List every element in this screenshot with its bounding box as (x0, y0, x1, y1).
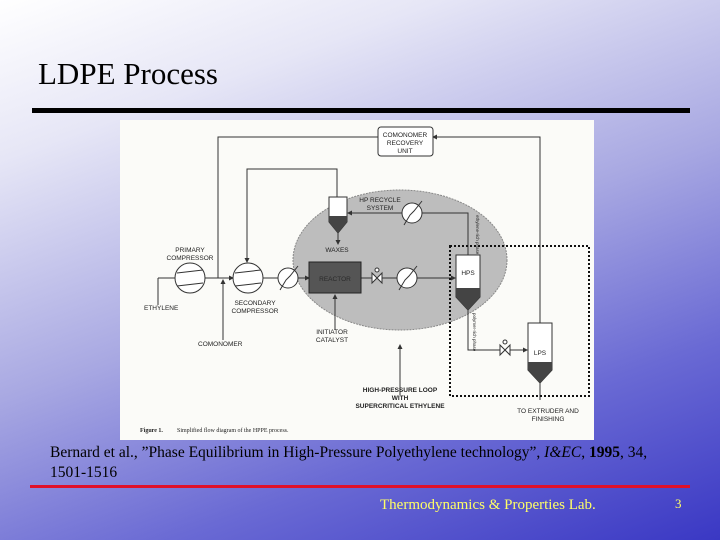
label: COMONOMER (198, 341, 243, 348)
label: WAXES (325, 247, 349, 254)
waxes-separator (328, 196, 348, 234)
valve-icon (371, 267, 383, 285)
citation-title: ”Phase Equilibrium in High-Pressure Poly… (141, 444, 545, 461)
label: HPS (461, 270, 475, 277)
comonomer-recycle-line (217, 136, 378, 278)
figure-caption: Simplified flow diagram of the HPPE proc… (177, 427, 289, 434)
label: REACTOR (319, 276, 351, 283)
label: SYSTEM (367, 205, 394, 212)
valve-icon (499, 339, 511, 357)
label: ETHYLENE (144, 305, 179, 312)
label: COMPRESSOR (167, 255, 214, 262)
label: FINISHING (532, 416, 565, 423)
hps-vessel (455, 254, 481, 311)
high-pressure-loop-region (292, 189, 508, 331)
label: RECOVERY (387, 140, 424, 147)
citation-authors: Bernard et al., (50, 444, 142, 461)
label: COMONOMER (383, 132, 428, 139)
heat-exchanger-icon (401, 200, 423, 226)
label: INITIATOR (316, 329, 348, 336)
label: SECONDARY (234, 300, 276, 307)
footer-divider (30, 485, 690, 488)
compressor-blades (176, 269, 204, 287)
citation: Bernard et al., ”Phase Equilibrium in Hi… (50, 443, 670, 483)
label: polymer-rich phase (472, 313, 477, 352)
secondary-compressor-icon (232, 262, 264, 294)
heat-exchanger-icon (277, 265, 299, 291)
label: UNIT (397, 148, 412, 155)
label: HP RECYCLE (359, 197, 401, 204)
citation-volume-pages: , 34, 1501-1516 (50, 444, 648, 481)
citation-year: 1995 (588, 444, 620, 461)
label: COMPRESSOR (232, 308, 279, 315)
slide-title: LDPE Process (38, 56, 218, 91)
compressor-blades (234, 269, 262, 287)
lps-overhead-line (432, 134, 541, 323)
citation-journal: I&EC (544, 444, 582, 461)
label: PRIMARY (175, 247, 205, 254)
hp-recycle-line (244, 168, 338, 263)
heat-exchanger-icon (396, 265, 418, 291)
figure-caption-label: Figure 1. (140, 428, 163, 434)
lps-vessel (527, 322, 553, 384)
reactor (308, 261, 362, 294)
label: CATALYST (316, 337, 348, 344)
label: LPS (534, 350, 547, 357)
page-number: 3 (675, 496, 682, 511)
label: WITH (392, 395, 409, 402)
title-divider (32, 108, 690, 113)
label: HIGH-PRESSURE LOOP (363, 387, 438, 394)
label: TO EXTRUDER AND (517, 408, 579, 415)
label: ethylene-rich phase (475, 215, 480, 255)
separation-section-box (449, 245, 590, 397)
label: SUPERCRITICAL ETHYLENE (355, 403, 445, 410)
citation-sep: , (581, 444, 589, 461)
footer-lab-name: Thermodynamics & Properties Lab. (380, 497, 596, 513)
ethylene-rich-line (348, 213, 469, 255)
comonomer-recovery-unit (377, 126, 434, 157)
primary-compressor-icon (174, 262, 206, 294)
